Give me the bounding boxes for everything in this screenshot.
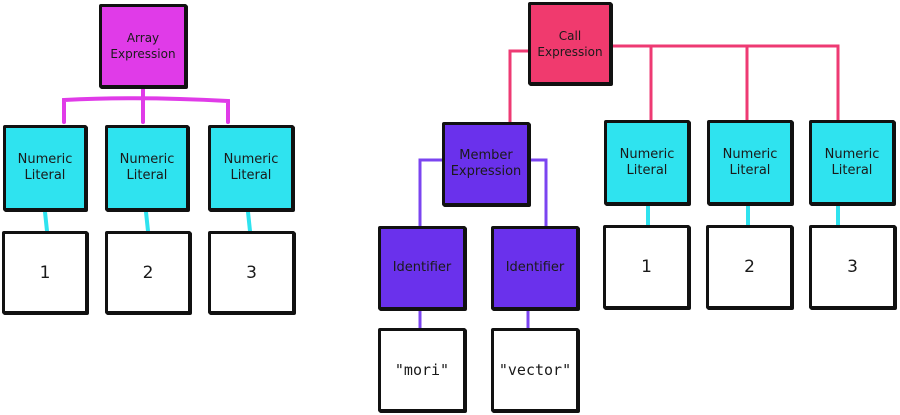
- numeric-literal-label: Numeric Literal: [223, 152, 279, 183]
- numeric-value-node: 3: [208, 231, 295, 314]
- numeric-value-node: 1: [603, 225, 690, 309]
- identifier-label: Identifier: [392, 260, 452, 275]
- identifier-label: Identifier: [505, 260, 565, 275]
- numeric-literal-label: Numeric Literal: [722, 146, 778, 178]
- numeric-literal-node: Numeric Literal: [604, 120, 690, 205]
- identifier-node: Identifier: [378, 226, 466, 310]
- string-value-node: "mori": [378, 328, 466, 412]
- array-leaf-stems: [43, 210, 252, 233]
- numeric-literal-node: Numeric Literal: [208, 125, 294, 211]
- call-expression-label: Call Expression: [537, 28, 603, 59]
- array-expression-node: Array Expression: [99, 4, 187, 88]
- string-value-node: "vector": [491, 328, 579, 412]
- numeric-literal-node: Numeric Literal: [809, 120, 895, 205]
- numeric-literal-node: Numeric Literal: [105, 125, 189, 211]
- call-leaf-stems: [646, 203, 840, 227]
- numeric-literal-node: Numeric Literal: [3, 125, 87, 211]
- array-connectors: [62, 86, 230, 124]
- numeric-value-label: 1: [39, 262, 51, 283]
- numeric-value-node: 2: [105, 231, 191, 314]
- array-expression-label: Array Expression: [110, 31, 176, 61]
- member-expression-label: Member Expression: [450, 148, 522, 179]
- call-connectors: [508, 44, 840, 124]
- numeric-literal-label: Numeric Literal: [119, 152, 175, 183]
- numeric-value-label: 2: [744, 257, 755, 277]
- numeric-value-node: 3: [809, 225, 896, 309]
- member-expression-node: Member Expression: [442, 122, 530, 206]
- string-value-label: "vector": [498, 361, 572, 379]
- numeric-value-node: 2: [706, 225, 793, 309]
- identifier-node: Identifier: [491, 226, 579, 310]
- numeric-value-node: 1: [2, 231, 88, 314]
- call-expression-node: Call Expression: [528, 2, 612, 85]
- member-connectors: [418, 158, 548, 330]
- numeric-value-label: 2: [142, 262, 154, 283]
- numeric-literal-label: Numeric Literal: [17, 152, 73, 183]
- numeric-value-label: 3: [847, 257, 858, 277]
- numeric-literal-node: Numeric Literal: [707, 120, 793, 205]
- numeric-value-label: 1: [641, 257, 652, 277]
- numeric-value-label: 3: [246, 262, 257, 283]
- numeric-literal-label: Numeric Literal: [824, 146, 880, 178]
- numeric-literal-label: Numeric Literal: [619, 146, 675, 178]
- string-value-label: "mori": [394, 361, 450, 379]
